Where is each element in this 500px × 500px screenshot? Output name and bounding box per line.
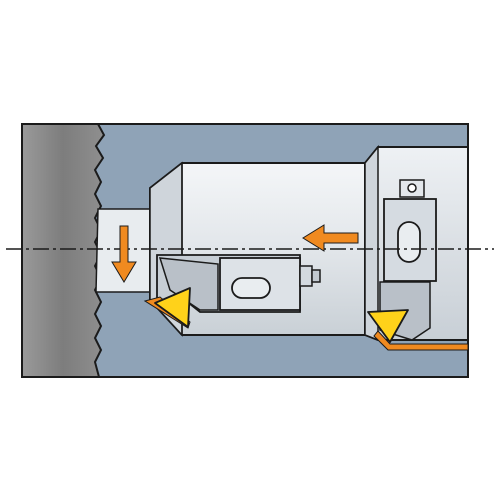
rear-clamp-slot xyxy=(397,221,421,263)
insert-right xyxy=(367,309,409,343)
insert-left xyxy=(154,287,191,328)
insert-seat xyxy=(158,257,219,311)
clamp-slot xyxy=(231,277,271,299)
chip-edge-right xyxy=(373,330,469,351)
clamp-screw-head xyxy=(311,269,321,283)
arrow-left-icon xyxy=(302,224,359,252)
clamp-screw xyxy=(299,265,313,287)
arrow-down-icon xyxy=(111,225,137,283)
chuck-section xyxy=(21,123,106,378)
rear-clamp-screw xyxy=(407,183,417,193)
